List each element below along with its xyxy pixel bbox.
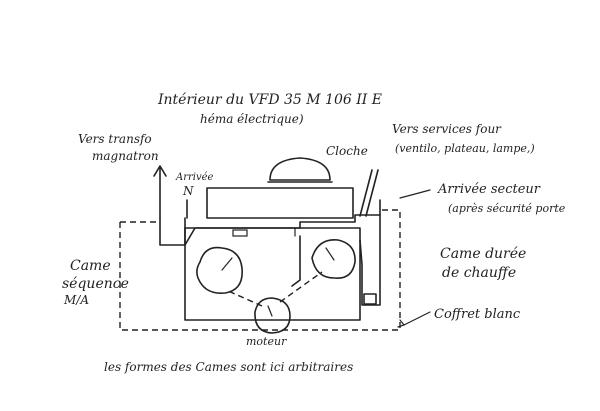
label-came-sequence-3: M/A — [63, 293, 89, 307]
cam-duree-icon — [311, 239, 356, 279]
arrivee-secteur-leader — [399, 189, 431, 199]
coffret-leader — [403, 311, 431, 326]
wiring-top — [159, 214, 381, 246]
cloche-base — [206, 187, 354, 219]
footnote: les formes des Cames sont ici arbitraire… — [104, 360, 353, 374]
label-n: N — [182, 184, 194, 198]
link-motor-cam-sequence — [225, 289, 263, 307]
services-lead-2 — [365, 169, 379, 217]
link-motor-cam-duree — [279, 271, 323, 303]
cam-sequence-pointer — [221, 257, 233, 271]
coffret-outline — [119, 209, 401, 331]
wiring-inner — [291, 235, 301, 287]
label-vers-transfo-1: Vers transfo — [78, 132, 152, 146]
label-moteur: moteur — [246, 335, 287, 348]
cam-duree-pointer — [325, 247, 335, 261]
cam-sequence-icon — [196, 246, 243, 295]
title-line2: héma électrique) — [200, 112, 304, 126]
motor-pointer — [267, 305, 273, 317]
coffret-arrow-icon — [397, 319, 406, 328]
switch-contact — [232, 229, 248, 237]
label-coffret-blanc: Coffret blanc — [434, 307, 521, 322]
cloche-icon — [269, 157, 331, 181]
label-came-duree-1: Came durée — [440, 246, 526, 262]
label-arrivee-secteur-1: Arrivée secteur — [437, 182, 541, 197]
label-vers-services-1: Vers services four — [392, 122, 502, 136]
label-arrivee-secteur-2: (après sécurité porte — [448, 202, 566, 215]
label-came-sequence-2: séquence — [62, 276, 129, 292]
motor-icon — [254, 297, 291, 334]
label-vers-services-2: (ventilo, plateau, lampe,) — [395, 142, 535, 155]
label-came-duree-2: de chauffe — [442, 265, 516, 281]
label-cloche: Cloche — [326, 144, 368, 158]
wiring-right — [359, 199, 381, 306]
services-lead — [359, 169, 373, 217]
label-came-sequence-1: Came — [70, 258, 111, 274]
title-line1: Intérieur du VFD 35 M 106 II E — [157, 92, 382, 108]
cam-duree-contact — [363, 293, 377, 305]
cam-box — [184, 227, 361, 321]
transfo-arrow-icon — [153, 165, 167, 177]
label-arrivee: Arrivée — [175, 172, 214, 183]
label-vers-transfo-2: magnatron — [92, 149, 159, 163]
